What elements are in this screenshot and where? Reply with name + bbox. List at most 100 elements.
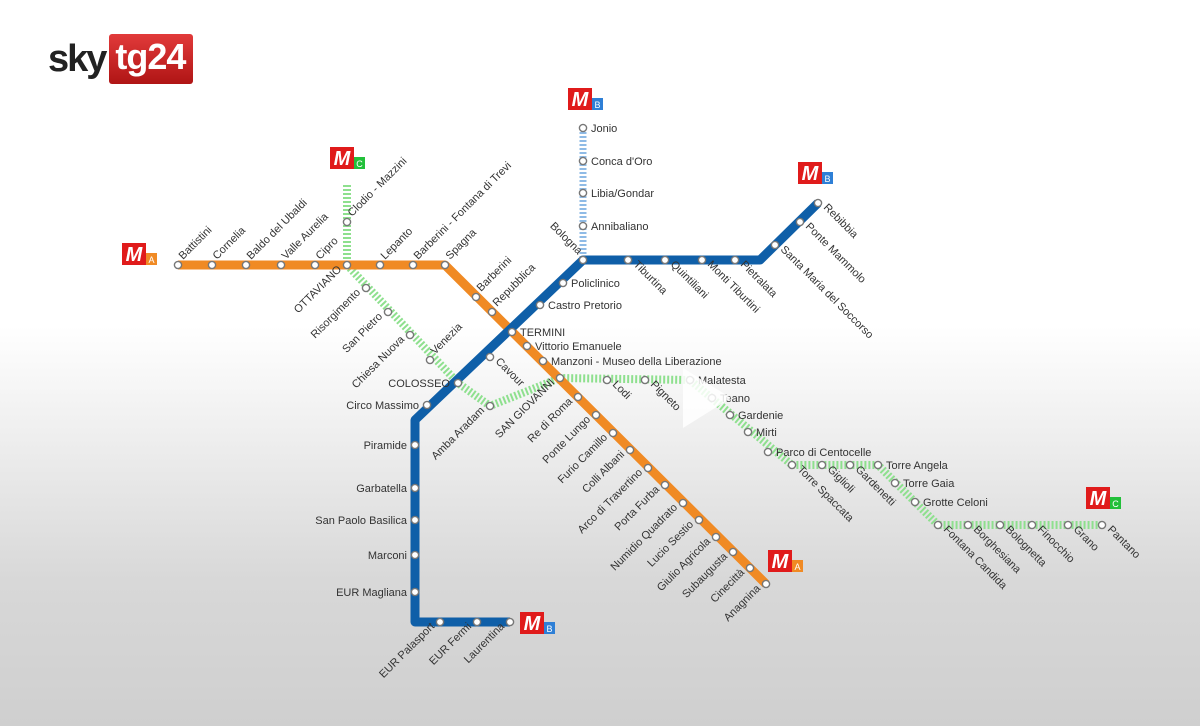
logo-tg24: tg24	[109, 34, 194, 84]
station-marker[interactable]	[1027, 520, 1037, 530]
station-marker[interactable]	[538, 356, 548, 366]
station-marker[interactable]	[276, 260, 286, 270]
station-marker[interactable]	[487, 307, 497, 317]
station-marker[interactable]	[471, 292, 481, 302]
station-label: Cavour	[493, 356, 527, 390]
station-marker[interactable]	[873, 460, 883, 470]
line-letter: A	[148, 255, 154, 265]
station-marker[interactable]	[375, 260, 385, 270]
station-marker[interactable]	[555, 373, 565, 383]
station-marker[interactable]	[410, 440, 420, 450]
station-marker[interactable]	[660, 480, 670, 490]
station-marker[interactable]	[173, 260, 183, 270]
station-marker[interactable]	[405, 330, 415, 340]
station-marker[interactable]	[485, 352, 495, 362]
station-label: Jonio	[591, 123, 617, 135]
station-marker[interactable]	[408, 260, 418, 270]
station-marker[interactable]	[522, 341, 532, 351]
station-marker[interactable]	[410, 483, 420, 493]
station-marker[interactable]	[361, 283, 371, 293]
station-marker[interactable]	[730, 255, 740, 265]
station-marker[interactable]	[410, 550, 420, 560]
station-marker[interactable]	[845, 460, 855, 470]
station-marker[interactable]	[1063, 520, 1073, 530]
station-marker[interactable]	[694, 515, 704, 525]
metro-m-letter: M	[524, 613, 542, 635]
station-marker[interactable]	[410, 587, 420, 597]
station-marker[interactable]	[578, 123, 588, 133]
station-label: Grotte Celoni	[923, 497, 988, 509]
station-label: Mirti	[756, 427, 777, 439]
station-marker[interactable]	[578, 255, 588, 265]
station-marker[interactable]	[743, 427, 753, 437]
station-marker[interactable]	[507, 327, 517, 337]
station-label: Pantano	[1105, 524, 1142, 561]
station-marker[interactable]	[643, 463, 653, 473]
station-marker[interactable]	[472, 617, 482, 627]
station-marker[interactable]	[933, 520, 943, 530]
station-marker[interactable]	[660, 255, 670, 265]
metro-m-letter: M	[126, 244, 144, 266]
line-letter: C	[1112, 499, 1119, 509]
station-marker[interactable]	[963, 520, 973, 530]
station-marker[interactable]	[795, 217, 805, 227]
station-marker[interactable]	[573, 392, 583, 402]
station-marker[interactable]	[625, 445, 635, 455]
station-label: Cipro	[314, 235, 341, 262]
station-marker[interactable]	[1097, 520, 1107, 530]
station-marker[interactable]	[453, 378, 463, 388]
station-marker[interactable]	[505, 617, 515, 627]
station-marker[interactable]	[602, 375, 612, 385]
station-marker[interactable]	[241, 260, 251, 270]
station-marker[interactable]	[678, 498, 688, 508]
line-letter: B	[546, 624, 552, 634]
metro-m-letter: M	[572, 89, 590, 111]
station-label: Parco di Centocelle	[776, 447, 871, 459]
station-marker[interactable]	[745, 563, 755, 573]
station-marker[interactable]	[535, 300, 545, 310]
logo-sky: sky	[48, 37, 107, 80]
station-marker[interactable]	[697, 255, 707, 265]
line-letter: C	[356, 159, 363, 169]
station-marker[interactable]	[435, 617, 445, 627]
station-marker[interactable]	[578, 221, 588, 231]
station-label: Battistini	[177, 224, 215, 262]
station-marker[interactable]	[440, 260, 450, 270]
station-marker[interactable]	[342, 217, 352, 227]
station-marker[interactable]	[310, 260, 320, 270]
station-marker[interactable]	[623, 255, 633, 265]
station-marker[interactable]	[485, 401, 495, 411]
station-label: Libia/Gondar	[591, 188, 654, 200]
station-label: Lodi	[610, 379, 633, 402]
station-marker[interactable]	[761, 579, 771, 589]
station-marker[interactable]	[608, 428, 618, 438]
station-marker[interactable]	[422, 400, 432, 410]
station-label: Marconi	[368, 550, 407, 562]
station-marker[interactable]	[578, 188, 588, 198]
station-marker[interactable]	[578, 156, 588, 166]
station-marker[interactable]	[342, 260, 352, 270]
station-marker[interactable]	[813, 198, 823, 208]
station-marker[interactable]	[728, 547, 738, 557]
line-b-track	[410, 199, 822, 627]
station-marker[interactable]	[817, 460, 827, 470]
station-marker[interactable]	[763, 447, 773, 457]
station-marker[interactable]	[383, 307, 393, 317]
station-marker[interactable]	[711, 532, 721, 542]
station-marker[interactable]	[558, 278, 568, 288]
station-marker[interactable]	[890, 478, 900, 488]
station-marker[interactable]	[770, 240, 780, 250]
station-marker[interactable]	[425, 355, 435, 365]
station-marker[interactable]	[910, 497, 920, 507]
station-label: Venezia	[429, 320, 466, 357]
play-icon[interactable]	[683, 368, 731, 428]
station-marker[interactable]	[640, 375, 650, 385]
station-marker[interactable]	[410, 515, 420, 525]
station-marker[interactable]	[787, 460, 797, 470]
station-marker[interactable]	[207, 260, 217, 270]
station-marker[interactable]	[591, 410, 601, 420]
station-marker[interactable]	[995, 520, 1005, 530]
